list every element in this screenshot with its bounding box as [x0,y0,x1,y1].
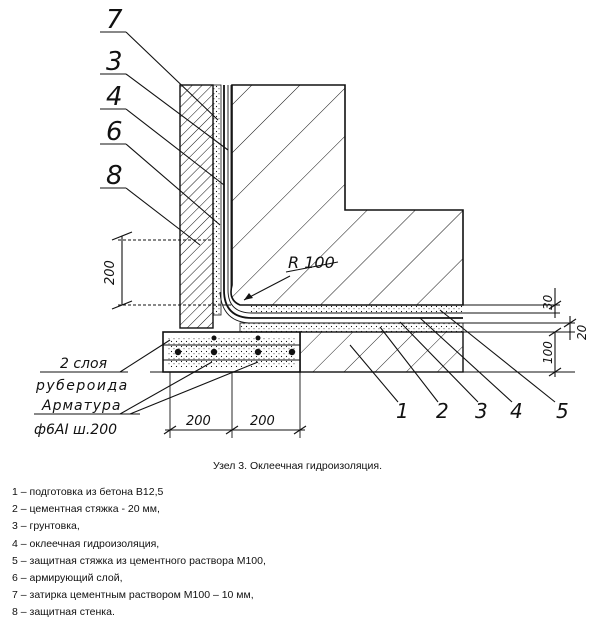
dim-right-100: 100 [541,341,555,364]
concrete-base [299,331,464,373]
note-rebar-line1: Арматура [41,398,122,414]
waterproofing-detail-drawing: 7 3 4 6 8 200 R 100 30 20 100 [34,5,589,438]
callout-6: 6 [106,117,123,147]
roofing-leader [119,339,171,373]
callout-4-bottom: 4 [510,399,523,423]
rebar-leader-2 [129,361,259,415]
figure-caption: Узел 3. Оклеечная гидроизоляция. [213,460,382,472]
legend-item: 7 – затирка цементным раствором М100 – 1… [12,589,254,602]
strip-fill [168,337,296,367]
note-roofing-line1: 2 слоя [60,356,107,372]
callout-2: 2 [436,399,449,423]
bottom-leaders [349,309,556,403]
protective-screed-horizontal [250,305,463,313]
dim-bottom-right-200: 200 [250,414,275,429]
callout-8: 8 [106,161,123,191]
bottom-dimensions [163,372,307,438]
radius-label: R 100 [288,253,335,272]
legend-list: 1 – подготовка из бетона В12,5 2 – цемен… [12,484,266,622]
dim-right-20: 20 [575,324,589,340]
radius-leader [243,275,291,301]
callout-5: 5 [556,399,569,423]
legend-item: 6 – армирующий слой, [12,572,123,585]
legend-item: 2 – цементная стяжка - 20 мм, [12,503,160,516]
dim-right-30: 30 [541,294,555,310]
dim-left-200: 200 [103,260,118,285]
legend-item: 3 – грунтовка, [12,520,80,533]
right-dimensions [463,288,577,377]
legend-item: 4 – оклеечная гидроизоляция, [12,537,160,550]
rebar-leader-1 [119,361,213,415]
legend-item: 1 – подготовка из бетона В12,5 [12,486,164,498]
radius-underline [285,261,339,273]
callout-3-bottom: 3 [475,399,488,423]
callout-3-top: 3 [106,47,123,77]
concrete-structure [230,84,464,306]
callout-7: 7 [106,5,123,35]
legend-item: 5 – защитная стяжка из цементного раство… [12,554,266,567]
dim-bottom-left-200: 200 [186,414,211,429]
left-dimension [111,231,232,310]
top-leaders [100,31,229,246]
callout-4-top: 4 [106,82,123,112]
legend-item: 8 – защитная стенка. [12,606,115,619]
plaster-layer [212,84,222,316]
membrane-fillet [223,289,463,319]
callout-1: 1 [396,399,409,423]
rebar-dots [174,335,296,356]
note-rebar-line2: ф6АI ш.200 [34,422,117,438]
cement-screed-horizontal [239,322,464,333]
note-roofing-line2: рубероида [35,378,129,394]
radius-arrow [244,293,253,300]
protective-wall [179,84,214,329]
